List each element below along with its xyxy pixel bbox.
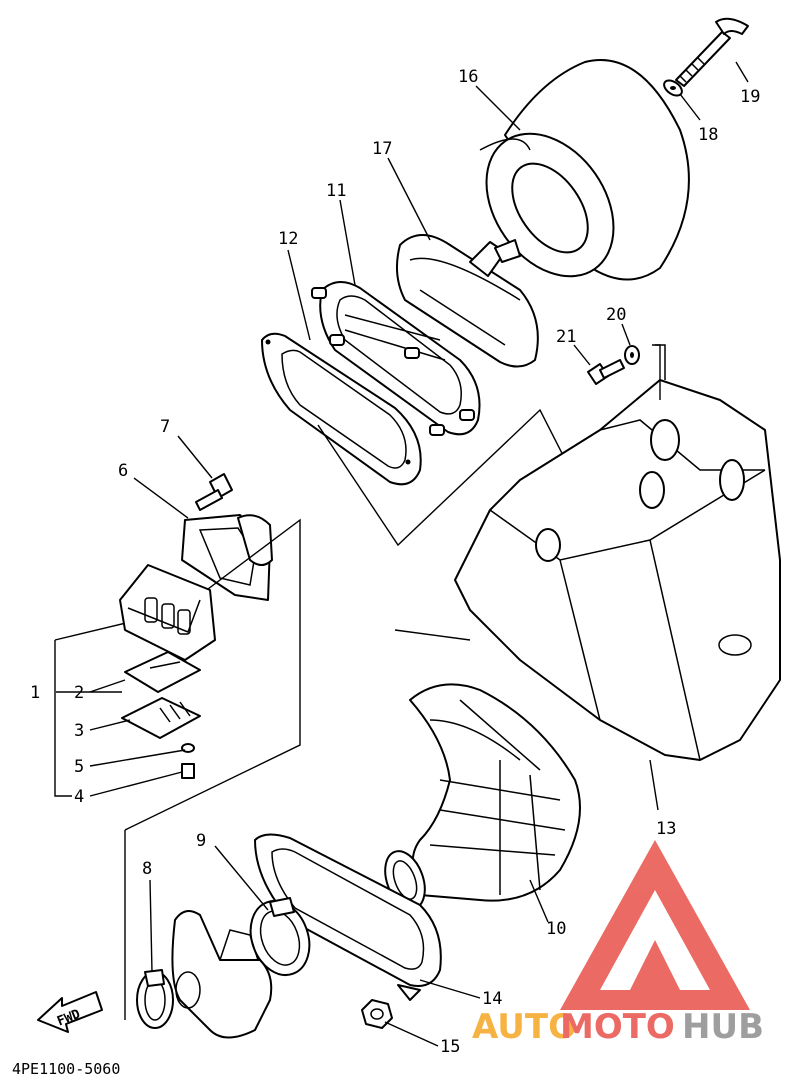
callout-12: 12 xyxy=(278,229,298,249)
callout-1: 1 xyxy=(30,683,40,703)
washer-part-20 xyxy=(624,345,640,365)
automotohub-logo xyxy=(560,840,750,1010)
washer-part-18 xyxy=(663,79,683,97)
reed-petal-part-2 xyxy=(124,651,201,693)
watermark-moto: MOTO xyxy=(560,1007,675,1047)
callout-7: 7 xyxy=(160,417,170,437)
clamp-part-8 xyxy=(136,969,174,1029)
watermark-text: AUTO MOTO HUB xyxy=(472,1007,764,1047)
fwd-arrow: FWD xyxy=(37,991,103,1033)
bolt-part-7 xyxy=(195,473,233,511)
callout-15: 15 xyxy=(440,1037,460,1057)
callout-8: 8 xyxy=(142,859,152,879)
air-filter-part-16 xyxy=(479,59,690,281)
leader-lines xyxy=(54,61,749,1047)
carburetor-body xyxy=(171,910,273,1039)
callout-labels: 19 18 16 17 11 12 20 21 7 6 1 2 3 5 4 8 … xyxy=(30,67,760,1057)
callout-14: 14 xyxy=(482,989,502,1009)
drawing-code: 4PE1100-5060 xyxy=(12,1060,120,1078)
intake-duct-part-10 xyxy=(384,683,581,910)
callout-2: 2 xyxy=(74,683,84,703)
screw-part-4 xyxy=(181,763,195,779)
watermark-hub: HUB xyxy=(682,1007,764,1047)
bolt-part-21 xyxy=(587,359,625,385)
reed-spacer-part-6 xyxy=(181,514,273,601)
callout-4: 4 xyxy=(74,787,84,807)
callout-3: 3 xyxy=(74,721,84,741)
callout-20: 20 xyxy=(606,305,626,325)
callout-13: 13 xyxy=(656,819,676,839)
nut-part-15 xyxy=(361,999,393,1029)
watermark-auto: AUTO xyxy=(472,1007,577,1047)
callout-18: 18 xyxy=(698,125,718,145)
callout-21: 21 xyxy=(556,327,576,347)
callout-5: 5 xyxy=(74,757,84,777)
reed-valve-assembly-part-1 xyxy=(119,564,216,661)
callout-9: 9 xyxy=(196,831,206,851)
gasket-part-12 xyxy=(261,332,422,486)
reed-stopper-part-3 xyxy=(121,697,201,739)
filter-seat-part-11 xyxy=(311,281,481,436)
filter-guide-part-17 xyxy=(395,234,539,368)
duct-plate-part-14 xyxy=(254,833,442,1001)
air-filter-case-part-13 xyxy=(454,344,781,761)
callout-16: 16 xyxy=(458,67,478,87)
callout-17: 17 xyxy=(372,139,392,159)
callout-11: 11 xyxy=(326,181,346,201)
callout-6: 6 xyxy=(118,461,128,481)
wing-bolt-part-19 xyxy=(675,17,749,87)
callout-19: 19 xyxy=(740,87,760,107)
callout-10: 10 xyxy=(546,919,566,939)
